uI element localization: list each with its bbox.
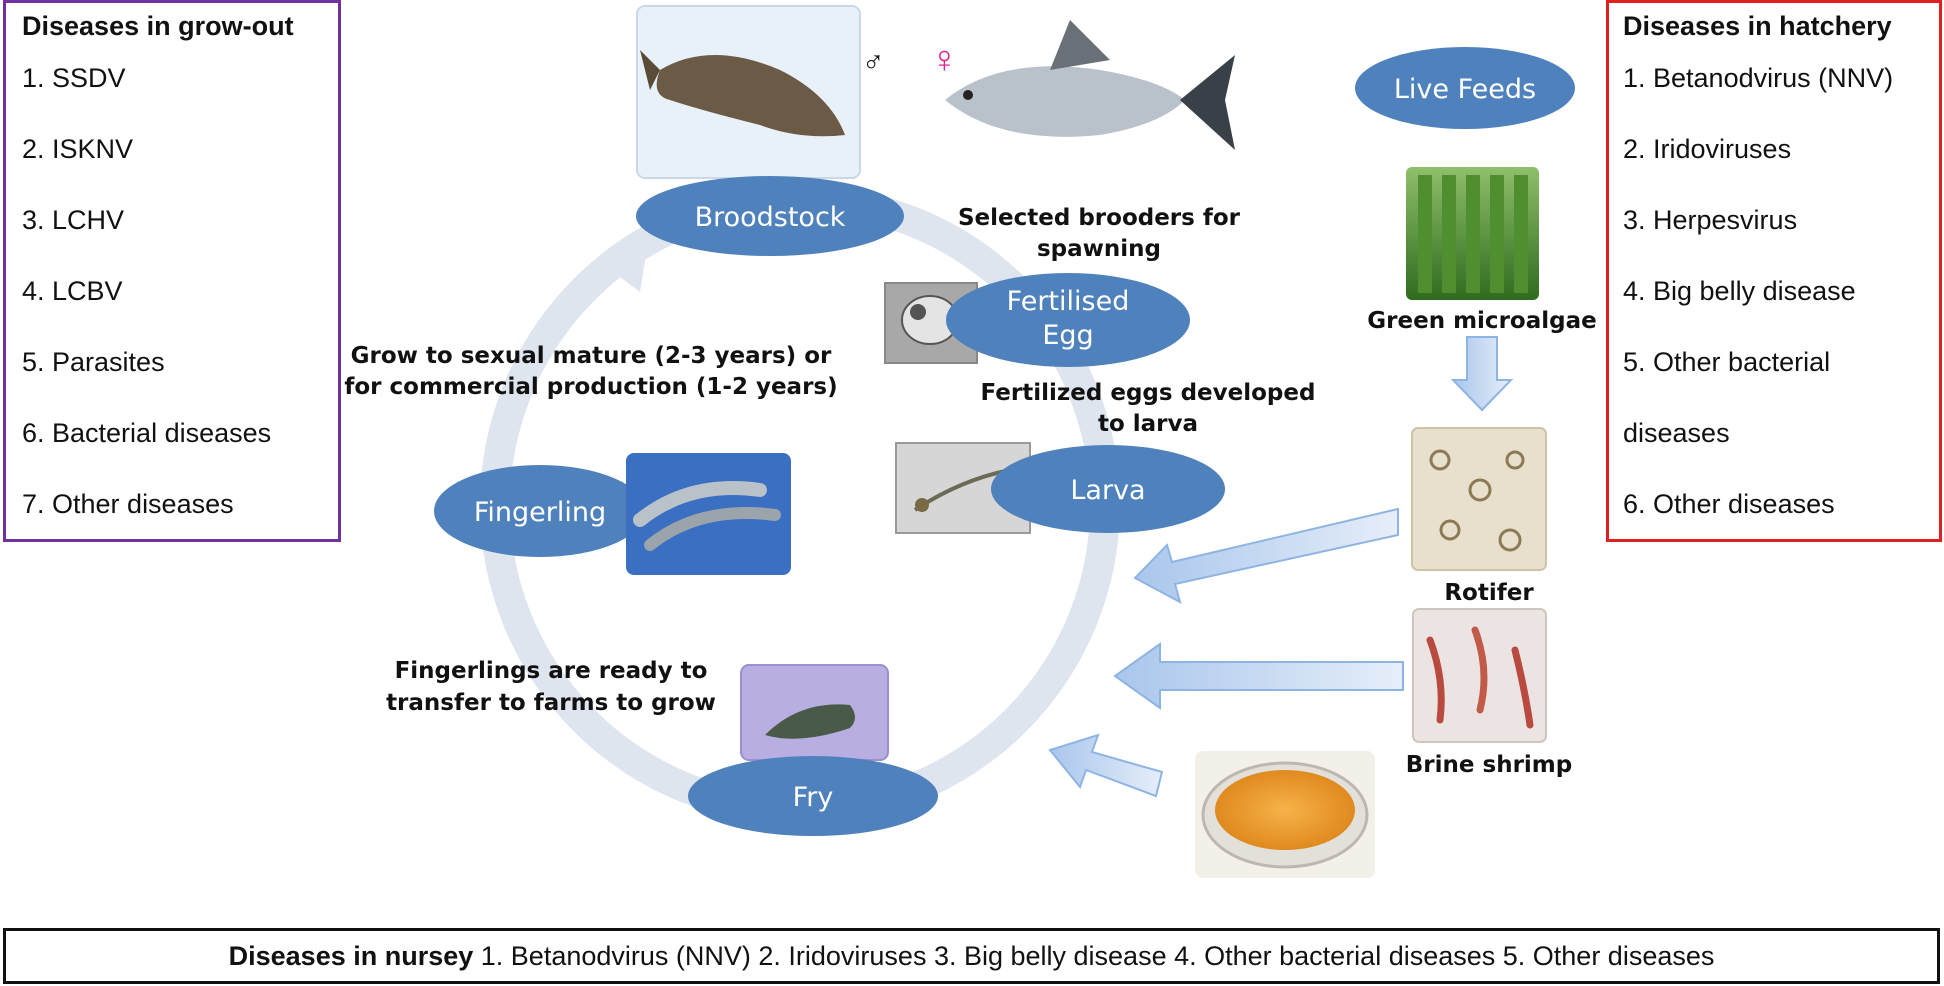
larva-label: Larva (1070, 475, 1145, 506)
list-item: 2. Iridoviruses (1623, 134, 1792, 164)
brine-shrimp-photo (1412, 608, 1547, 743)
list-item: 6. Other diseases (1623, 489, 1835, 519)
rotifer-photo (1411, 427, 1547, 571)
list-item: 2. ISKNV (22, 134, 134, 164)
fingerlings-caption-1: Fingerlings are ready to (395, 658, 708, 684)
fingerling-label: Fingerling (474, 497, 606, 528)
microalgae-caption: Green microalgae (1367, 308, 1596, 334)
broodstock-label: Broodstock (695, 202, 846, 233)
feed-arrow-brine-shrimp (1113, 642, 1404, 710)
growout-title: Diseases in grow-out (22, 11, 294, 41)
list-item: 1. SSDV (22, 63, 126, 93)
hatchery-diseases-box: Diseases in hatchery 1. Betanodvirus (NN… (1606, 0, 1942, 542)
fingerlings-caption-2: transfer to farms to grow (386, 690, 716, 716)
selected-brooders-caption-2: spawning (1037, 236, 1161, 262)
grow-caption-1: Grow to sexual mature (2-3 years) or (351, 343, 832, 369)
list-item: diseases (1623, 418, 1730, 448)
live-feeds-label: Live Feeds (1394, 74, 1536, 105)
list-item: 7. Other diseases (22, 489, 234, 519)
feed-arrow-rotifer (1133, 507, 1399, 604)
broodstock-node (636, 176, 904, 256)
growout-list: 1. SSDV 2. ISKNV 3. LCHV 4. LCBV 5. Para… (22, 60, 338, 557)
feed-arrow-pellet (1048, 733, 1164, 798)
female-symbol: ♀ (930, 39, 959, 81)
grow-caption-2: for commercial production (1-2 years) (344, 374, 837, 400)
list-item: 4. LCBV (22, 276, 123, 306)
male-symbol: ♂ (862, 46, 885, 79)
list-item: 6. Bacterial diseases (22, 418, 272, 448)
microalgae-photo (1406, 167, 1539, 300)
larva-node (991, 445, 1225, 533)
eggs-caption-1: Fertilized eggs developed (981, 380, 1316, 406)
nursery-list: 1. Betanodvirus (NNV) 2. Iridoviruses 3.… (480, 941, 1715, 971)
list-item: 1. Betanodvirus (NNV) (1623, 63, 1894, 93)
nursery-diseases-box: Diseases in nursey 1. Betanodvirus (NNV)… (3, 928, 1940, 984)
list-item: 4. Big belly disease (1623, 276, 1856, 306)
hatchery-list: 1. Betanodvirus (NNV) 2. Iridoviruses 3.… (1623, 60, 1939, 557)
list-item: 3. Herpesvirus (1623, 205, 1798, 235)
fingerling-node (434, 465, 646, 557)
list-item: 3. LCHV (22, 205, 125, 235)
nursery-title: Diseases in nursey (228, 941, 474, 971)
fry-label: Fry (793, 782, 834, 813)
egg-label-line1: Fertilised (1007, 286, 1130, 317)
rotifer-caption: Rotifer (1444, 580, 1534, 606)
list-item: 5. Parasites (22, 347, 165, 377)
live-feeds-node (1355, 47, 1575, 129)
life-cycle-diagram: ♂ ♀ Broodstock Fertilised Egg Larva Fing… (344, 5, 1597, 878)
down-arrow (1450, 336, 1514, 412)
barramundi-female-photo (945, 20, 1235, 150)
cycle-arrowhead (600, 242, 648, 292)
list-item: 5. Other bacterial (1623, 347, 1831, 377)
hatchery-title: Diseases in hatchery (1623, 11, 1892, 41)
egg-label-line2: Egg (1042, 320, 1093, 351)
feed-pellet-photo (1195, 751, 1375, 878)
fry-node (688, 756, 938, 836)
growout-diseases-box: Diseases in grow-out 1. SSDV 2. ISKNV 3.… (3, 0, 341, 542)
fry-photo (740, 664, 889, 761)
fertilised-egg-node (946, 273, 1190, 367)
eggs-caption-2: to larva (1098, 411, 1198, 437)
selected-brooders-caption-1: Selected brooders for (958, 205, 1241, 231)
brine-shrimp-caption: Brine shrimp (1406, 752, 1572, 778)
barramundi-male-photo: ♂ (636, 5, 885, 179)
fingerling-photo (626, 453, 791, 575)
